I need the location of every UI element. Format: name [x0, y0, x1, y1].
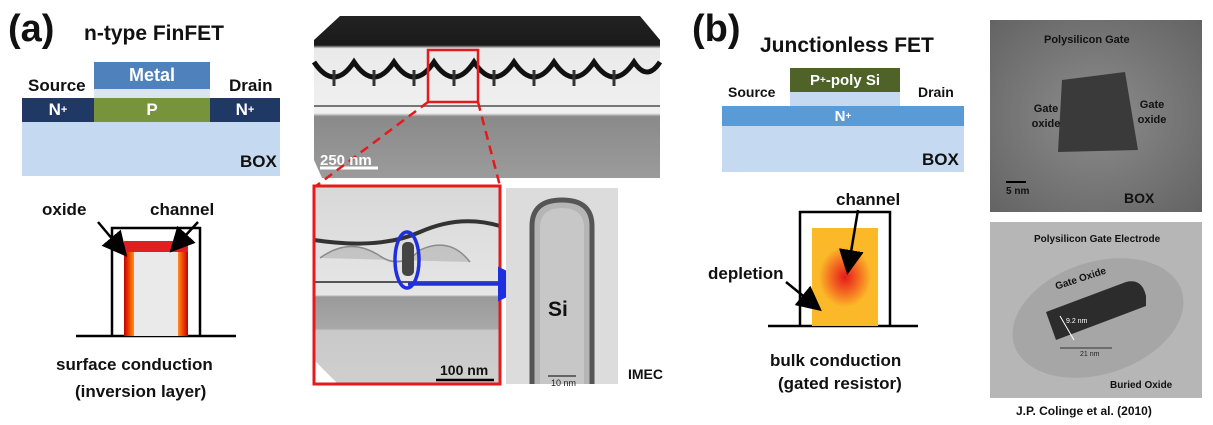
- tem-b-oxide-left: Gate oxide: [1031, 103, 1061, 130]
- tem-b-scale: 5 nm: [1006, 186, 1030, 197]
- finfet-box-label: BOX: [240, 152, 277, 171]
- jl-n-layer: N+: [722, 106, 964, 126]
- jl-gate: P+-poly Si: [790, 68, 900, 92]
- tem-zoom-scale-label: 100 nm: [440, 362, 489, 378]
- finfet-channel-region: P: [94, 98, 210, 122]
- tem-b2-buried-label: Buried Oxide: [1110, 380, 1173, 391]
- panel-a-title: n-type FinFET: [84, 22, 224, 45]
- tem-b2-dim1: 9.2 nm: [1066, 318, 1088, 325]
- jl-box-layer: [722, 126, 964, 172]
- panel-a-caption-line2: (inversion layer): [75, 382, 207, 401]
- colinge-credit: J.P. Colinge et al. (2010): [1016, 404, 1152, 418]
- jl-drain-label: Drain: [918, 84, 954, 100]
- jl-box-label: BOX: [922, 150, 959, 169]
- finfet-gate-oxide: [94, 89, 210, 98]
- tem-b-gate-label: Polysilicon Gate: [1044, 34, 1130, 46]
- panel-b-caption-line2: (gated resistor): [778, 374, 902, 393]
- panel-a-caption-line1: surface conduction: [56, 355, 213, 374]
- finfet-metal-gate: Metal: [94, 62, 210, 89]
- oxide-label: oxide: [42, 200, 87, 219]
- channel-label-b: channel: [836, 190, 901, 209]
- finfet-source-label: Source: [28, 76, 86, 95]
- finfet-channel-doping: P: [146, 100, 158, 119]
- tem-b-box-label: BOX: [1124, 190, 1155, 206]
- finfet-box-layer: [22, 120, 280, 176]
- tem-b2-dim2: 21 nm: [1080, 351, 1100, 358]
- panel-a-letter: (a): [8, 8, 55, 50]
- finfet-metal-label: Metal: [128, 65, 175, 85]
- channel-label-a: channel: [150, 200, 215, 219]
- tem-b2-gate-label: Polysilicon Gate Electrode: [1034, 234, 1161, 245]
- tem-b-oxide-right: Gate oxide: [1137, 99, 1167, 126]
- panel-b-title: Junctionless FET: [760, 34, 934, 57]
- jl-source-label: Source: [728, 84, 776, 100]
- tem-scale-label: 250 nm: [320, 152, 372, 169]
- jl-gate-oxide: [790, 92, 900, 106]
- fin-scale-label: 10 nm: [551, 378, 577, 388]
- finfet-drain-label: Drain: [229, 76, 273, 95]
- finfet-drain-region: N+: [210, 98, 280, 122]
- panel-b-caption-line1: bulk conduction: [770, 351, 902, 370]
- finfet-source-region: N+: [22, 98, 94, 122]
- depletion-label: depletion: [708, 264, 784, 283]
- panel-b-letter: (b): [692, 8, 741, 50]
- imec-credit: IMEC: [628, 366, 663, 382]
- fin-si-label: Si: [548, 298, 568, 321]
